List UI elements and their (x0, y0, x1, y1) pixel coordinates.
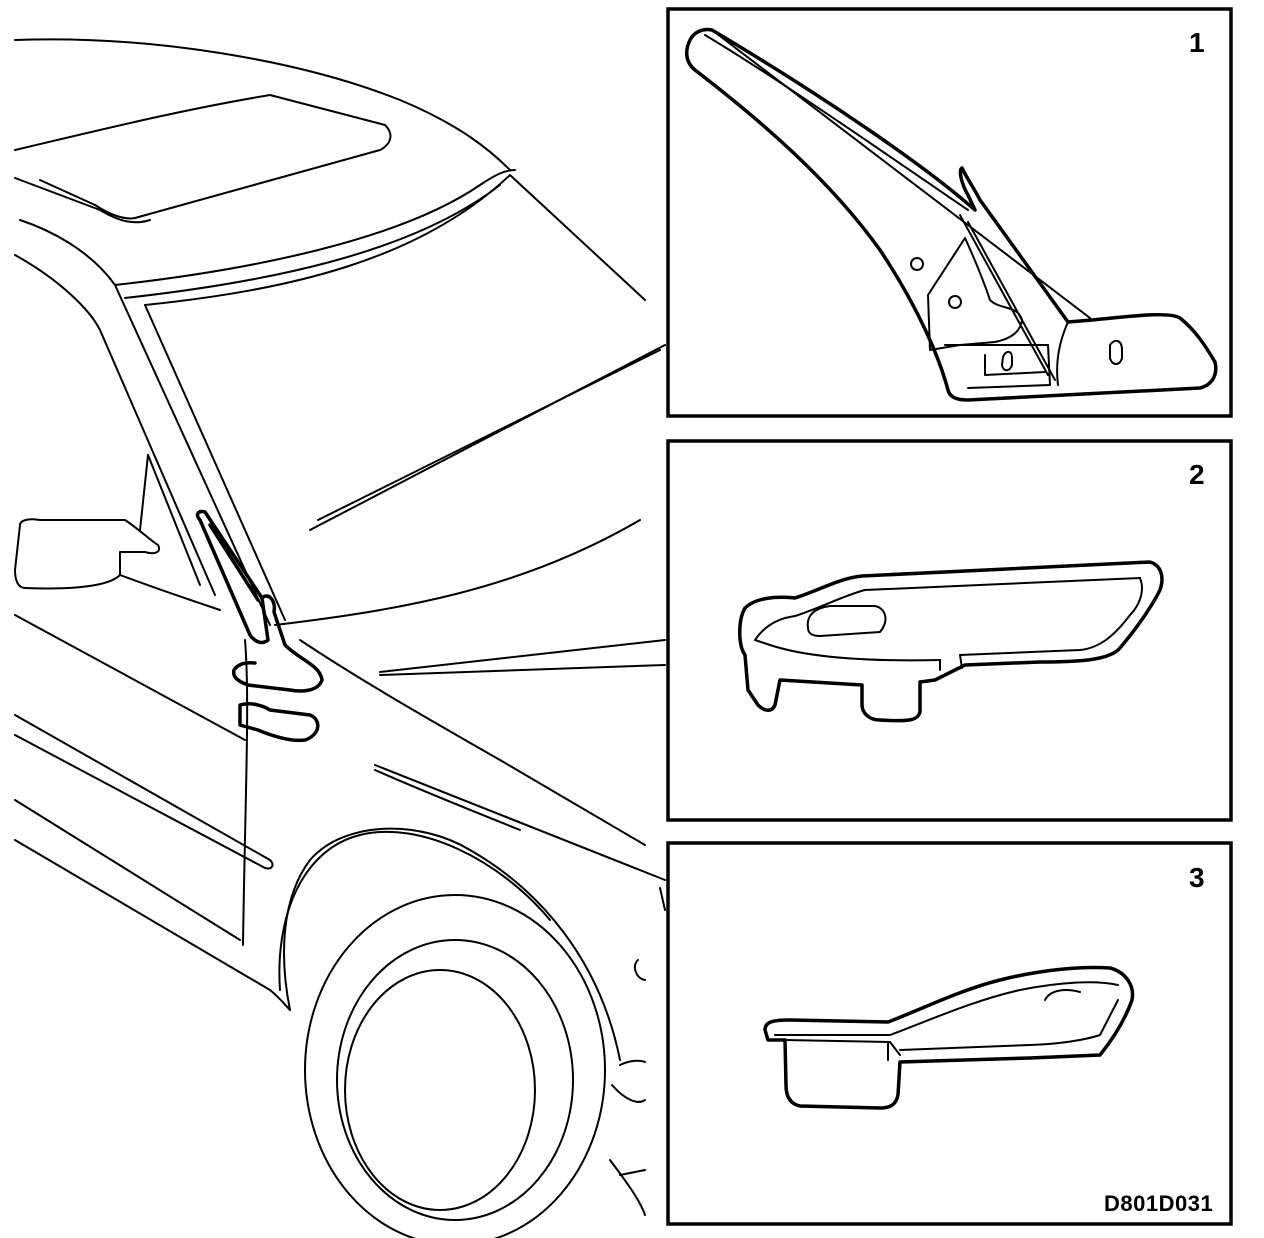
front-wheel (278, 827, 646, 1238)
panel-1-frame (666, 7, 1233, 418)
panel-2-part (738, 560, 1164, 723)
bonnet (274, 344, 666, 911)
panel-2-frame (666, 439, 1233, 822)
panel-3-number: 3 (1189, 862, 1205, 893)
roof (14, 38, 516, 299)
panel-1-part (684, 27, 1218, 402)
windscreen (14, 174, 646, 626)
pillar-seal (195, 509, 324, 743)
panel-2-number: 2 (1189, 459, 1205, 490)
drawing-code: D801D031 (1104, 1191, 1214, 1216)
body-side (14, 614, 291, 1011)
side-mirror (14, 454, 221, 611)
panel-1-number: 1 (1189, 27, 1205, 58)
front-details (611, 959, 646, 1103)
panel-3-frame (666, 841, 1233, 1226)
panel-3-part (763, 965, 1135, 1110)
